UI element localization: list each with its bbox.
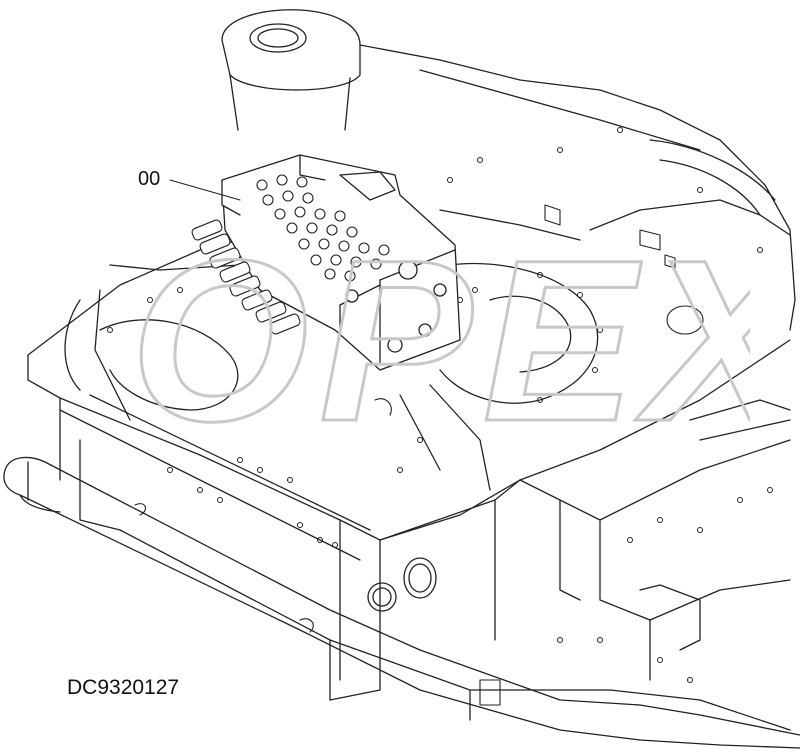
- control-valve-assembly: [191, 154, 461, 371]
- opex-watermark: OPEX: [129, 211, 751, 461]
- watermark-text: OPEX: [130, 212, 750, 460]
- callout-leader-line: [169, 179, 241, 201]
- part-callout-label: 00: [138, 168, 161, 190]
- upper-frame: [27, 9, 796, 731]
- brackets-and-fittings: [134, 204, 704, 706]
- front-bumper: [3, 456, 800, 749]
- drawing-code: DC9320127: [67, 676, 180, 699]
